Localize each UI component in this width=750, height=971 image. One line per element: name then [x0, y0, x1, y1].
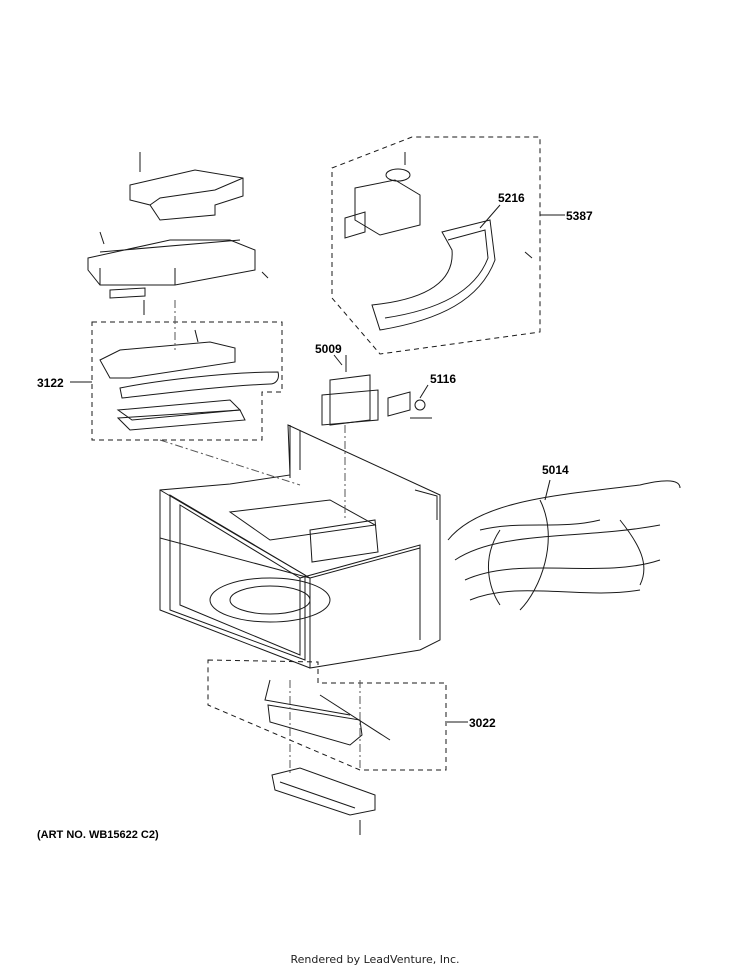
- callout-5014[interactable]: 5014: [542, 463, 569, 477]
- magnetron-part[interactable]: [321, 354, 379, 426]
- callout-3022[interactable]: 3022: [469, 716, 496, 730]
- thermostat-part[interactable]: [387, 384, 432, 419]
- footer-credit: Rendered by LeadVenture, Inc.: [290, 953, 460, 966]
- oven-cavity-part[interactable]: [159, 424, 441, 669]
- callout-5009[interactable]: 5009: [315, 342, 342, 356]
- heater-assembly-part[interactable]: [70, 321, 283, 441]
- top-cover-part[interactable]: [87, 152, 269, 315]
- callout-5387[interactable]: 5387: [566, 209, 593, 223]
- lower-heater-assembly-part[interactable]: [207, 659, 468, 771]
- bottom-tray-part[interactable]: [271, 767, 376, 835]
- callout-5116[interactable]: 5116: [430, 372, 457, 386]
- callout-5216[interactable]: 5216: [498, 191, 525, 205]
- callout-3122[interactable]: 3122: [37, 376, 64, 390]
- art-number: (ART NO. WB15622 C2): [37, 829, 159, 841]
- duct-assembly-part[interactable]: [331, 136, 565, 355]
- wire-harness-part[interactable]: [447, 479, 681, 611]
